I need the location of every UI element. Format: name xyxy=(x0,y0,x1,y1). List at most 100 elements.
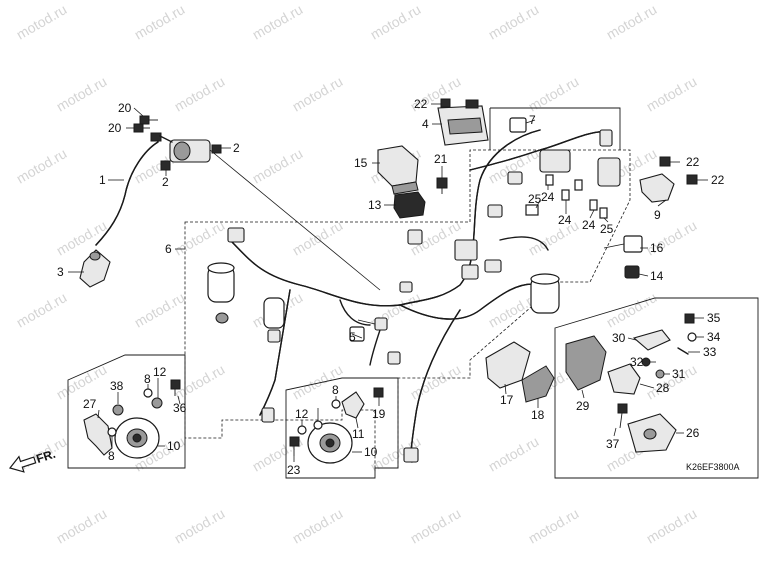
watermark-text: motod.ru xyxy=(486,1,542,42)
bolt-22-ecm xyxy=(440,98,451,108)
unit-28 xyxy=(607,363,641,395)
watermark-text: motod.ru xyxy=(172,217,228,258)
watermark-text: motod.ru xyxy=(250,145,306,186)
callout-8a: 8 xyxy=(144,372,151,386)
callout-24c: 24 xyxy=(582,218,596,232)
right-bracket-frame xyxy=(554,297,759,479)
callout-1: 1 xyxy=(99,173,106,187)
watermark-text: motod.ru xyxy=(368,1,424,42)
callout-22c: 22 xyxy=(711,173,725,187)
callout-18: 18 xyxy=(531,408,545,422)
callout-10b: 10 xyxy=(364,445,378,459)
left-horn-frame xyxy=(67,354,186,469)
callout-16: 16 xyxy=(650,241,664,255)
washer-34 xyxy=(687,332,697,342)
watermark-text: motod.ru xyxy=(132,1,188,42)
callout-28: 28 xyxy=(656,381,670,395)
callout-24a: 24 xyxy=(541,190,555,204)
watermark-text: motod.ru xyxy=(408,361,464,402)
front-direction-label: FR. xyxy=(34,447,57,466)
callout-34: 34 xyxy=(707,330,721,344)
callout-25a: 25 xyxy=(528,192,542,206)
callout-14: 14 xyxy=(650,269,664,283)
watermark-text: motod.ru xyxy=(290,73,346,114)
callout-7: 7 xyxy=(529,113,536,127)
watermark-text: motod.ru xyxy=(14,145,70,186)
bolt-23 xyxy=(289,436,300,456)
callout-25b: 25 xyxy=(600,222,614,236)
watermark-text: motod.ru xyxy=(14,1,70,42)
bolt-22-right xyxy=(686,174,698,185)
upper-relay-frame xyxy=(489,107,621,150)
bolt-20a xyxy=(139,115,158,125)
spark-plug-cap xyxy=(79,249,111,288)
watermark-text: motod.ru xyxy=(604,1,660,42)
nut-38 xyxy=(112,404,124,416)
callout-37: 37 xyxy=(606,437,620,451)
callout-20a: 20 xyxy=(118,101,132,115)
center-horn-frame xyxy=(285,377,399,479)
bolt-36 xyxy=(170,379,181,396)
callout-29: 29 xyxy=(576,399,590,413)
bolt-19 xyxy=(373,387,384,398)
callout-8b: 8 xyxy=(108,449,115,463)
horn-left xyxy=(114,417,160,459)
callout-6: 6 xyxy=(165,242,172,256)
callout-8c: 8 xyxy=(332,383,339,397)
watermark-text: motod.ru xyxy=(54,361,110,402)
callout-21: 21 xyxy=(434,152,448,166)
fuse-group xyxy=(525,157,621,219)
bolt-2-lower xyxy=(160,160,171,171)
callout-11: 11 xyxy=(352,427,365,441)
unit-26 xyxy=(627,413,677,453)
watermark-text: motod.ru xyxy=(250,1,306,42)
callout-10a: 10 xyxy=(167,439,181,453)
watermark-layer: motod.ru motod.ru motod.ru motod.ru motod.ru… xyxy=(14,1,700,546)
watermark-text: motod.ru xyxy=(526,505,582,546)
horn-center xyxy=(307,422,353,464)
callout-12a: 12 xyxy=(153,365,167,379)
connector-14 xyxy=(624,265,640,279)
front-arrow-icon xyxy=(8,455,37,473)
callout-12b: 12 xyxy=(295,407,309,421)
callout-9: 9 xyxy=(654,208,661,222)
connector-7 xyxy=(509,117,527,133)
callout-27: 27 xyxy=(83,397,97,411)
callout-2b: 2 xyxy=(162,175,169,189)
callout-5: 5 xyxy=(349,330,356,344)
bolt-2-right xyxy=(211,144,222,154)
callout-32: 32 xyxy=(630,355,644,369)
bracket-30 xyxy=(632,329,671,351)
watermark-text: motod.ru xyxy=(408,505,464,546)
watermark-text: motod.ru xyxy=(644,505,700,546)
washer-12-center xyxy=(297,425,307,435)
callout-24b: 24 xyxy=(558,213,572,227)
front-direction-indicator: FR. xyxy=(8,447,57,473)
bolt-37 xyxy=(617,403,628,429)
callout-31: 31 xyxy=(672,367,686,381)
main-wire-harness xyxy=(207,129,613,463)
callout-26: 26 xyxy=(686,426,700,440)
watermark-text: motod.ru xyxy=(54,73,110,114)
callout-4: 4 xyxy=(422,117,429,131)
watermark-text: motod.ru xyxy=(132,289,188,330)
ignition-coil xyxy=(150,132,211,163)
callout-23: 23 xyxy=(287,463,301,477)
callout-2a: 2 xyxy=(233,141,240,155)
watermark-text: motod.ru xyxy=(54,217,110,258)
harness-condenser-right xyxy=(530,273,560,314)
watermark-text: motod.ru xyxy=(54,505,110,546)
screw-33 xyxy=(677,347,689,355)
callout-3: 3 xyxy=(57,265,64,279)
leader-lines xyxy=(68,103,708,462)
callout-38: 38 xyxy=(110,379,124,393)
callouts: 20 20 2 2 1 3 22 4 7 15 21 13 6 5 25 24 … xyxy=(57,97,725,477)
connector-16 xyxy=(623,235,643,253)
watermark-text: motod.ru xyxy=(290,217,346,258)
bracket-29 xyxy=(565,335,607,391)
callout-15: 15 xyxy=(354,156,368,170)
callout-35: 35 xyxy=(707,311,721,325)
fuse-box xyxy=(521,365,555,403)
